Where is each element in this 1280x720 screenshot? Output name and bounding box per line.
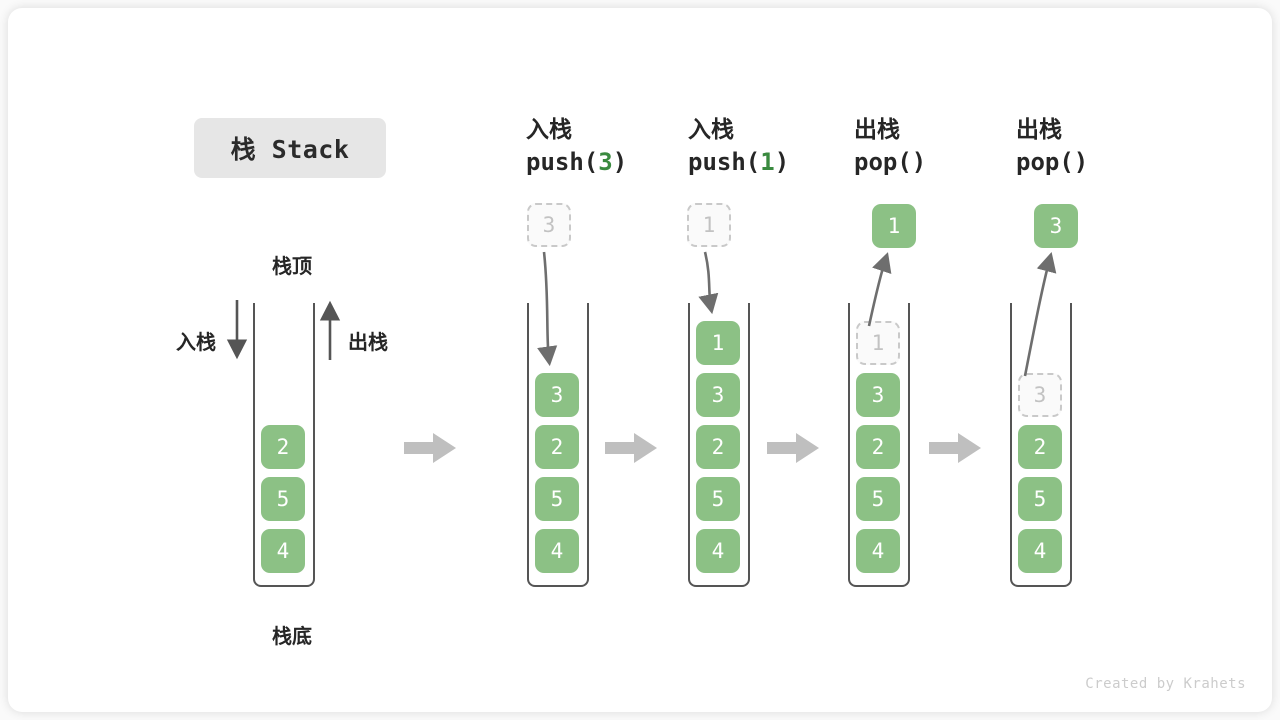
caption-pop-3: 出栈 pop() — [1016, 114, 1186, 180]
stack-cell: 4 — [1018, 529, 1062, 573]
stack-cell: 3 — [696, 373, 740, 417]
stack-cell: 1 — [696, 321, 740, 365]
title-badge: 栈 Stack — [194, 118, 386, 178]
stack-cell: 5 — [856, 477, 900, 521]
title-text: 栈 Stack — [230, 135, 350, 164]
caption-code: pop() — [1016, 148, 1089, 176]
caption-cn: 入栈 — [688, 116, 734, 142]
stack-top-label: 栈顶 — [272, 256, 312, 278]
stack-cell: 2 — [261, 425, 305, 469]
pop-side-label: 出栈 — [348, 332, 388, 354]
stack-cell: 5 — [261, 477, 305, 521]
stack-container-pop-1 — [848, 303, 910, 587]
stack-cell: 5 — [696, 477, 740, 521]
caption-cn: 入栈 — [526, 116, 572, 142]
stack-cell: 4 — [696, 529, 740, 573]
caption-pop-1: 出栈 pop() — [854, 114, 1024, 180]
stack-bottom-label: 栈底 — [272, 626, 312, 648]
caption-push-3: 入栈 push(3) — [526, 114, 696, 180]
stack-container-push-1 — [688, 303, 750, 587]
flow-arrow-1 — [404, 433, 456, 463]
caption-push-1: 入栈 push(1) — [688, 114, 858, 180]
stack-container-initial — [253, 303, 315, 587]
stack-cell: 4 — [856, 529, 900, 573]
credit-footer: Created by Krahets — [1085, 676, 1246, 692]
stack-cell-ghost: 1 — [856, 321, 900, 365]
stack-cell: 5 — [1018, 477, 1062, 521]
diagram-card: 栈 Stack 栈顶 入栈 出栈 2 5 4 栈底 入栈 push(3) 3 3… — [8, 8, 1272, 712]
stack-container-pop-3 — [1010, 303, 1072, 587]
stack-cell-ghost: 3 — [1018, 373, 1062, 417]
stack-cell: 3 — [535, 373, 579, 417]
stack-cell: 5 — [535, 477, 579, 521]
push-1-flow-arrow — [698, 251, 719, 315]
stack-cell: 2 — [535, 425, 579, 469]
caption-code: push(1) — [688, 148, 790, 176]
stack-cell: 3 — [856, 373, 900, 417]
caption-code: pop() — [854, 148, 927, 176]
stack-container-push-3 — [527, 303, 589, 587]
flow-arrow-2 — [605, 433, 657, 463]
stack-cell: 4 — [535, 529, 579, 573]
stack-cell: 2 — [1018, 425, 1062, 469]
floating-cell-popped: 1 — [872, 204, 916, 248]
floating-cell-popped: 3 — [1034, 204, 1078, 248]
floating-cell-ghost: 3 — [527, 203, 571, 247]
caption-cn: 出栈 — [854, 116, 900, 142]
floating-cell-ghost: 1 — [687, 203, 731, 247]
push-side-label: 入栈 — [176, 332, 216, 354]
stack-cell: 2 — [856, 425, 900, 469]
stack-cell: 4 — [261, 529, 305, 573]
flow-arrow-4 — [929, 433, 981, 463]
caption-code: push(3) — [526, 148, 628, 176]
caption-cn: 出栈 — [1016, 116, 1062, 142]
flow-arrow-3 — [767, 433, 819, 463]
stack-cell: 2 — [696, 425, 740, 469]
